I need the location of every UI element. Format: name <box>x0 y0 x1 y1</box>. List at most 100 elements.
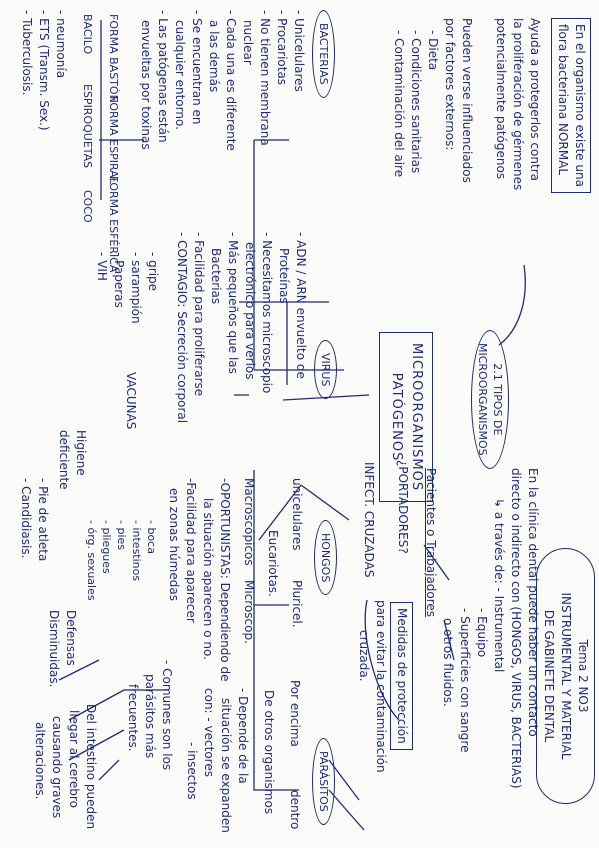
parasitos-item: con: - vectores <box>202 688 216 777</box>
flora-text: Ayuda a protegerlos contra la proliferac… <box>390 18 543 190</box>
contacto-line: directo o indirecto con (HONGOS, VIRUS, … <box>509 468 523 789</box>
contacto-line: o otros fluidos. <box>441 618 455 707</box>
infecciones-label: INFECT. CRUZADAS <box>362 462 376 578</box>
virus-item: - Más pequeños que las <box>226 232 240 374</box>
flora-text-line: por factores externos: <box>443 18 457 151</box>
bacterias-item: - Las patógenas están <box>156 10 170 143</box>
contacto-line: - Equipo <box>475 608 489 658</box>
hongos-zona: - pliegues <box>100 520 113 574</box>
hongos-zona: - boca <box>145 520 158 554</box>
parasitos-intestino-line: alteraciones. <box>33 722 47 800</box>
flora-box: En el organismo existe una flora bacteri… <box>551 18 591 193</box>
central-title: MICROORGANISMOS PATÓGENOS <box>379 332 433 503</box>
bacterias-item: - Se encuentran en <box>190 10 204 125</box>
bacterias-oval: BACTERIAS <box>312 10 335 98</box>
forma-baston: FORMA BASTÓN <box>107 14 120 103</box>
parasitos-dentro: dentro <box>288 790 302 830</box>
virus-item: Bacterias <box>209 248 223 305</box>
line-infecciones <box>364 599 400 721</box>
bacterias-item: cualquier entorno. <box>173 20 187 130</box>
line-bacterias-branch <box>234 139 289 396</box>
coco-label: COCO <box>81 190 94 223</box>
bacterias-disease: - ETS (Transm. Sex.) <box>37 10 51 131</box>
virus-item: - Necesitamos microscopio <box>260 232 274 394</box>
bacilo-label: BACILO <box>81 14 94 55</box>
flora-line2: flora bacteriana NORMAL <box>556 24 570 176</box>
central-line1: MICROORGANISMOS <box>409 343 424 492</box>
virus-item: electrónico para verlos <box>243 242 257 380</box>
parasitos-comunes-line: parásitos más <box>143 674 157 759</box>
flora-text-line: Ayuda a protegerlos contra <box>528 18 542 181</box>
line-pacientes <box>423 544 450 581</box>
bacterias-item: - Procariotas <box>275 10 289 86</box>
parasitos-de-otros: De otros organismos <box>262 690 276 815</box>
contacto-line: - Superficies con sangre <box>458 608 472 753</box>
parasitos-item: - insectos <box>185 742 199 800</box>
tipos-oval: 2.1 TIPOS DE MICROORGANISMOS <box>471 330 509 469</box>
parasitos-intestino-line: llegar al cerebro <box>67 710 81 808</box>
hongos-disease: - Pie de atleta <box>36 478 50 562</box>
parasitos-intestino-line: Del intestino pueden <box>84 704 98 830</box>
bacterias-disease: - Tuberculosis. <box>20 10 34 96</box>
virus-diseases: - gripe - sarampión - Paperas - VIH <box>93 252 161 324</box>
bacterias-list: - Unicelulares - Procariotas - No tienen… <box>137 10 307 151</box>
parasitos-comunes-line: frecuentes. <box>126 684 140 752</box>
virus-disease: - Paperas <box>112 252 126 308</box>
hongos-macroscopicos: Macroscópicos <box>242 478 256 566</box>
bacterias-disease: - neumonía <box>54 10 68 79</box>
line-parasitos-split <box>328 759 365 831</box>
virus-item: Proteínas <box>277 248 291 304</box>
espiroquetas-label: ESPIROQUETAS <box>81 84 94 169</box>
tipos-line1: 2.1 TIPOS DE <box>491 363 504 436</box>
virus-disease: - gripe <box>146 252 160 292</box>
line-center-tipos <box>282 394 370 401</box>
virus-oval: VIRUS <box>314 340 337 400</box>
line-intestino <box>98 759 120 781</box>
virus-item: - ADN / ARN envuelto de <box>294 232 308 379</box>
contacto-text: En la clínica dental puede haber un cont… <box>439 468 541 789</box>
parasitos-intestino-line: causando graves <box>50 716 64 819</box>
flora-text-line: - Dieta <box>426 30 440 71</box>
medidas-box: Medidas de protección <box>390 602 413 750</box>
hongos-zona: - órg. sexuales <box>85 520 98 601</box>
line-parasitos-branch <box>253 605 299 791</box>
flora-line1: En el organismo existe una <box>573 24 587 187</box>
line-flora-tipos <box>498 264 526 346</box>
hongos-microscop: Microscop. <box>242 580 256 644</box>
bacterias-item: - Unicelulares <box>292 10 306 92</box>
parasitos-intestino: Del intestino pueden llegar al cerebro c… <box>31 704 99 829</box>
medidas-text: para evitar la contaminación cruzada. <box>355 600 389 773</box>
parasitos-list: - Depende de la situación se expanden co… <box>183 688 251 833</box>
contacto-line: ↳ a través de: - Instrumental <box>492 498 506 673</box>
hongos-unicelulares: unicelulares <box>290 478 304 551</box>
flora-text-line: - Condiciones sanitarias <box>409 30 423 174</box>
hongos-zona: - intestinos <box>130 520 143 582</box>
tema-title: Tema 2 NO3 INSTRUMENTAL Y MATERIAL DE GA… <box>536 548 595 804</box>
hongos-item: -Facilidad para aparecer <box>184 478 198 623</box>
virus-list: - ADN / ARN envuelto de Proteínas - Nece… <box>173 232 309 423</box>
bacterias-item: envueltas por toxinas <box>139 20 153 150</box>
virus-disease: - sarampión <box>129 252 143 324</box>
central-line2: PATÓGENOS <box>389 372 404 462</box>
parasitos-comunes: - Comunes son los parásitos más frecuent… <box>124 660 175 770</box>
hongos-item: -OPORTUNISTAS: Dependiendo de <box>218 478 232 682</box>
flora-text-line: potencialmente patógenos <box>494 18 508 180</box>
tema-sub2: DE GABINETE DENTAL <box>542 609 556 743</box>
line-medidas <box>443 619 455 661</box>
parasitos-oval: PARÁSITOS <box>312 738 335 825</box>
parasitos-fuera: Por encima <box>288 680 302 747</box>
parasitos-item: - Depende de la <box>236 688 250 784</box>
hongos-diseases: - Pie de atleta - Candidiasis. <box>17 478 51 561</box>
flora-text-line: Pueden verse influenciados <box>460 18 474 183</box>
line-higiene <box>68 689 125 721</box>
hongos-higiene: Higiene deficiente <box>57 430 88 490</box>
medidas-line1: para evitar la contaminación <box>374 600 388 773</box>
virus-item: - CONTAGIO: Secreción corporal <box>175 232 189 424</box>
tipos-line2: MICROORGANISMOS <box>476 343 489 456</box>
flora-text-line <box>475 18 492 190</box>
bacterias-item: - No tienen membrana <box>258 10 272 146</box>
virus-disease: - VIH <box>95 252 109 281</box>
